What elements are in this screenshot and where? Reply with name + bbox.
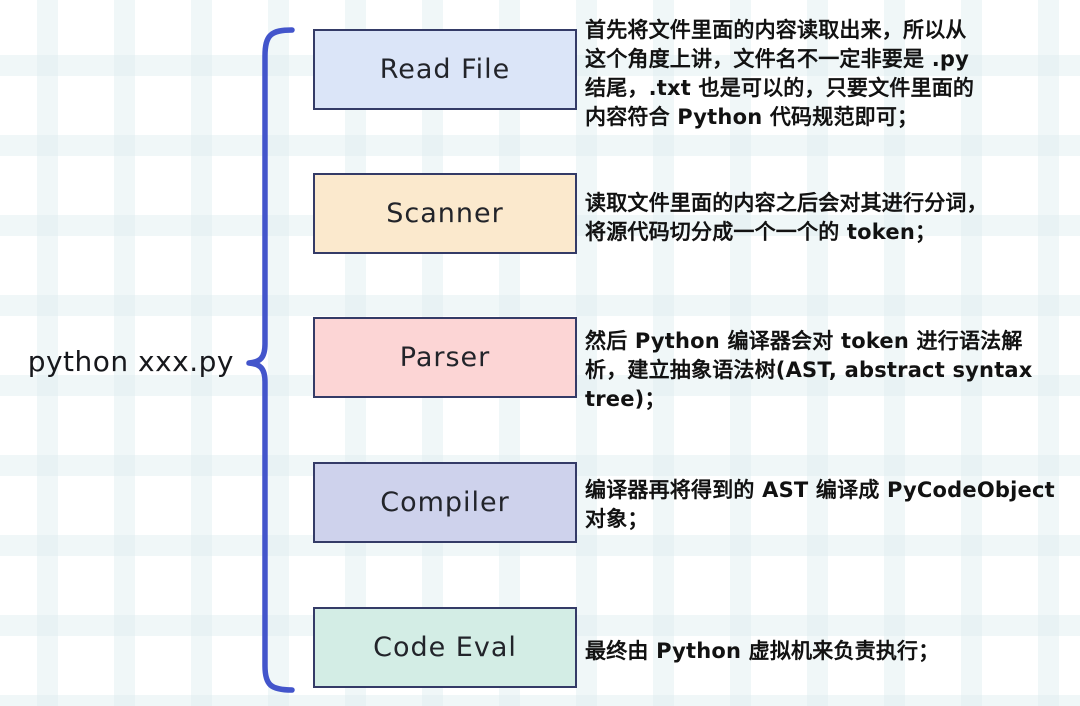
stage-description-compiler: 编译器再将得到的 AST 编译成 PyCodeObject 对象； (585, 478, 1055, 531)
stage-label: Code Eval (373, 632, 517, 663)
command-label: python xxx.py (27, 345, 234, 378)
stage-description-parser: 然后 Python 编译器会对 token 进行语法解 析，建立抽象语法树(AS… (585, 329, 1033, 411)
stage-label: Scanner (386, 198, 504, 229)
stage-box-compiler: Compiler (313, 462, 577, 543)
stage-box-parser: Parser (313, 317, 577, 398)
stage-label: Read File (379, 54, 511, 85)
curly-brace (246, 27, 295, 693)
stage-box-scanner: Scanner (313, 173, 577, 254)
stage-description-scanner: 读取文件里面的内容之后会对其进行分词， 将源代码切分成一个一个的 token； (585, 191, 988, 244)
stage-box-read-file: Read File (313, 29, 577, 110)
stage-label: Parser (399, 342, 491, 373)
stage-label: Compiler (380, 487, 510, 518)
stage-description-code-eval: 最终由 Python 虚拟机来负责执行； (585, 639, 940, 663)
stage-box-code-eval: Code Eval (313, 607, 577, 688)
stage-description-read-file: 首先将文件里面的内容读取出来，所以从 这个角度上讲，文件名不一定非要是 .py … (585, 18, 975, 129)
curly-brace-path (246, 27, 295, 693)
